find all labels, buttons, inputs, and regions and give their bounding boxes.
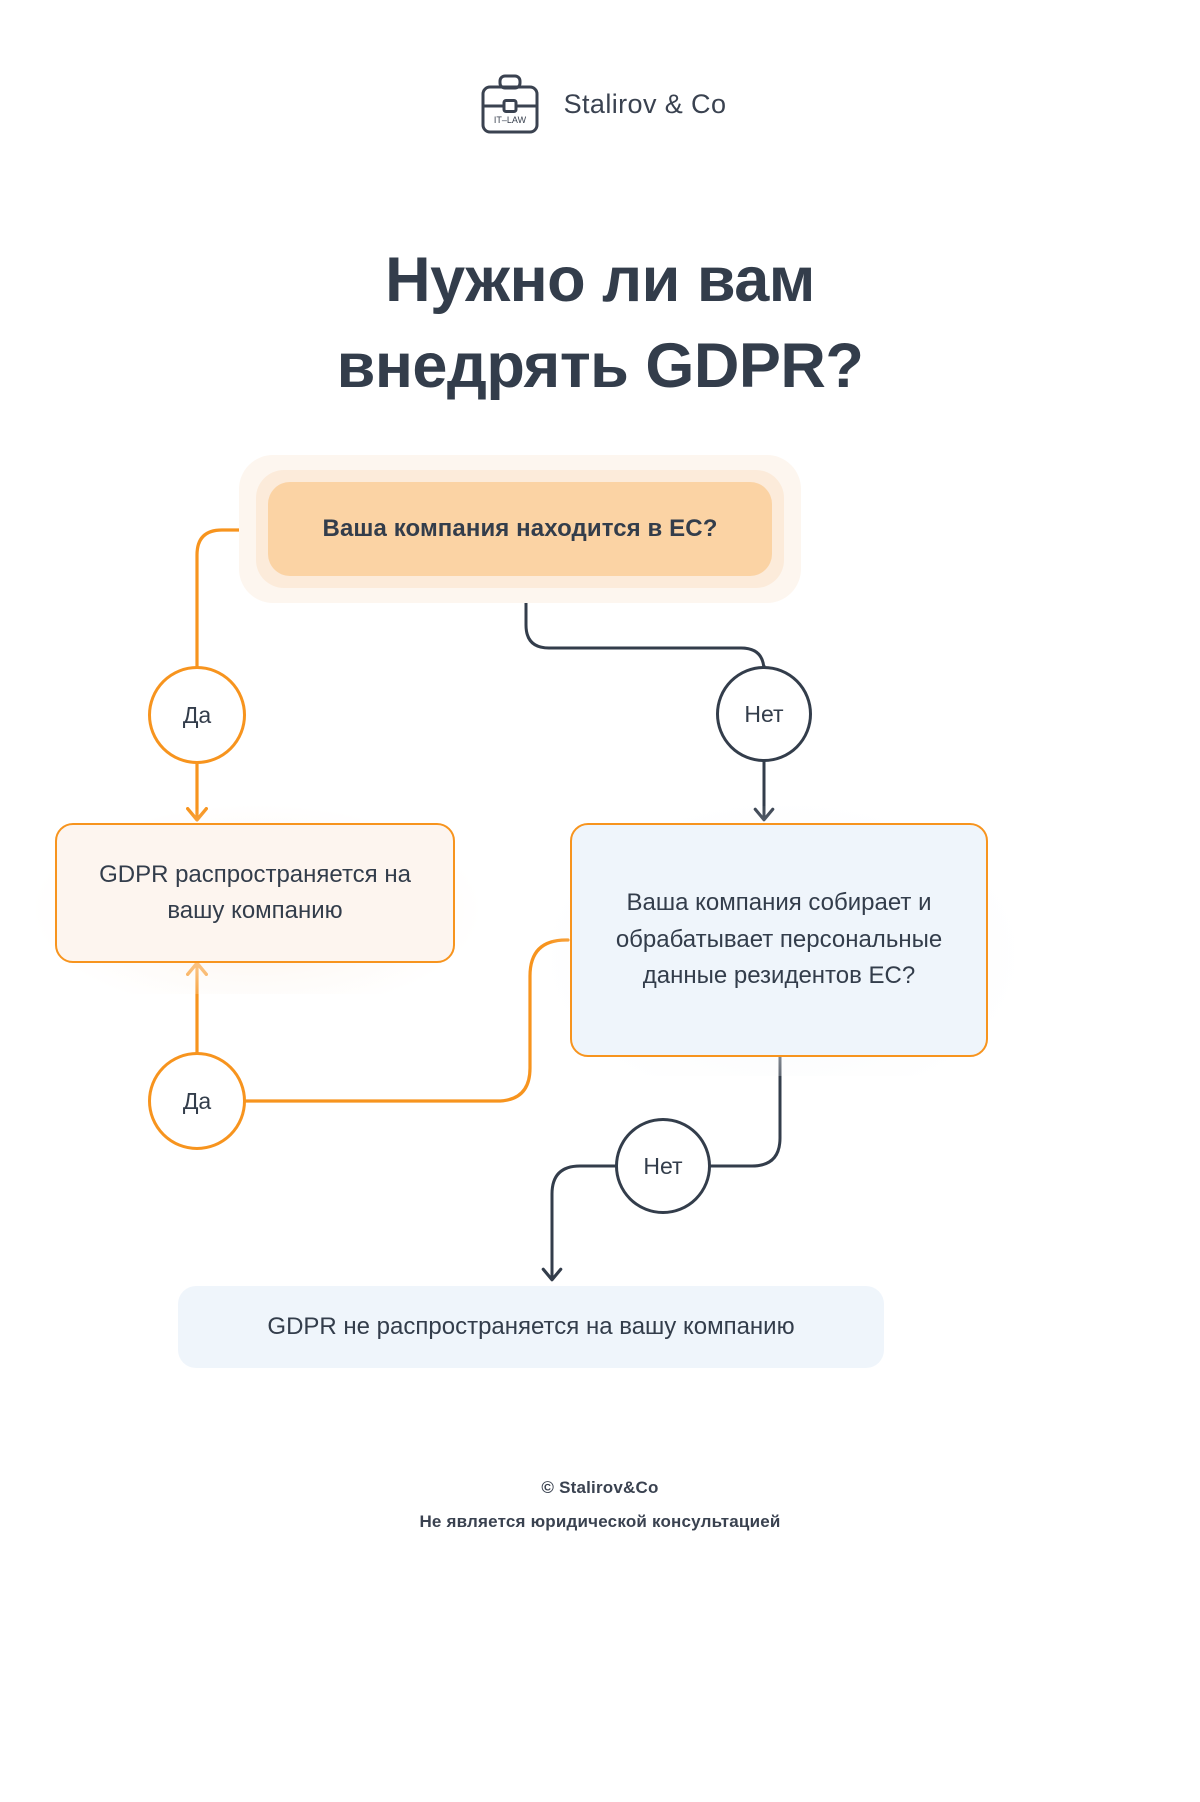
page-title-line-2: внедрять GDPR? [336, 330, 864, 401]
page-title: Нужно ли вам внедрять GDPR? [100, 238, 1100, 409]
decision-yes-q2[interactable]: Да [148, 1052, 246, 1150]
result-node-gdpr-applies[interactable]: GDPR распространяется на вашу компанию [55, 823, 455, 963]
question-node-company-in-eu[interactable]: Ваша компания находится в ЕС? [268, 482, 772, 576]
wire-no2-to-result-bottom [541, 1164, 617, 1282]
decision-no-q2[interactable]: Нет [615, 1118, 711, 1214]
decision-yes-q1-label: Да [182, 701, 212, 728]
footer-disclaimer: Не является юридической консультацией [419, 1512, 781, 1531]
question-node-company-in-eu-label: Ваша компания находится в ЕС? [322, 515, 718, 542]
wire-q2-to-yes2 [244, 938, 570, 1103]
result-node-gdpr-not-applies-label: GDPR не распространяется на вашу компани… [267, 1313, 795, 1340]
decision-yes-q1[interactable]: Да [148, 666, 246, 764]
decision-no-q1-label: Нет [744, 700, 784, 727]
decision-yes-q2-label: Да [182, 1087, 212, 1114]
footer-copyright: © Stalirov&Co [541, 1478, 659, 1497]
question-node-processes-eu-data-label: Ваша компания собирает и обрабатывает пе… [615, 889, 943, 990]
brand-header: IT–LAW Stalirov & Co [0, 68, 1200, 140]
briefcase-icon: IT–LAW [481, 74, 539, 134]
brand-mark-label: IT–LAW [494, 115, 527, 125]
wire-q2-to-no2 [709, 1055, 782, 1168]
decision-no-q1[interactable]: Нет [716, 666, 812, 762]
question-node-processes-eu-data[interactable]: Ваша компания собирает и обрабатывает пе… [570, 823, 988, 1057]
wire-q1-to-no1 [524, 601, 766, 672]
result-node-gdpr-not-applies[interactable]: GDPR не распространяется на вашу компани… [178, 1286, 884, 1368]
footer: © Stalirov&Co Не является юридической ко… [0, 1478, 1200, 1532]
wire-q1-to-yes1 [195, 528, 270, 668]
page-title-line-1: Нужно ли вам [385, 245, 815, 316]
result-node-gdpr-applies-label: GDPR распространяется на вашу компанию [99, 861, 411, 924]
brand-name: Stalirov & Co [563, 88, 727, 119]
decision-no-q2-label: Нет [643, 1152, 683, 1179]
